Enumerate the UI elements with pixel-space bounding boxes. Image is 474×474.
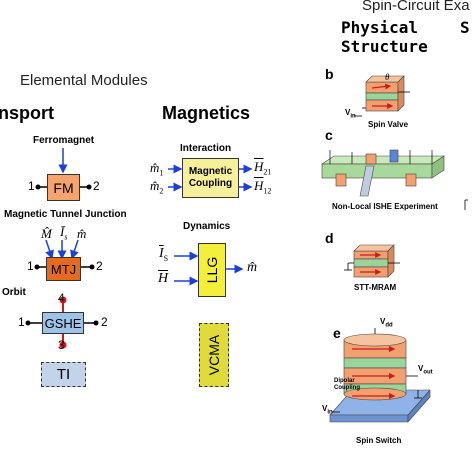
ferromagnet-label: Ferromagnet xyxy=(33,135,95,146)
physical-structures xyxy=(321,75,468,423)
transport-arrows xyxy=(25,148,99,349)
gshe-box: GSHE xyxy=(42,312,84,334)
input-m1: m̂1 xyxy=(150,160,164,178)
mtj-terminal-1: 1 xyxy=(27,259,34,273)
elemental-modules-title: Elemental Modules xyxy=(20,72,148,89)
panel-e-label: e xyxy=(333,325,341,341)
gshe-terminal-3: 3 xyxy=(58,338,65,352)
ti-box: TI xyxy=(41,362,86,387)
vout-label: Vout xyxy=(418,364,433,376)
mtj-input-Is: Īs xyxy=(60,224,68,242)
input-is: IS xyxy=(159,246,169,263)
mtj-box: MTJ xyxy=(46,257,81,281)
fm-box: FM xyxy=(47,174,80,201)
stt-mram-drawing xyxy=(344,244,400,278)
output-h12: H12 xyxy=(254,178,272,196)
llg-text: LLG xyxy=(204,256,220,284)
orbit-label: Orbit xyxy=(2,287,26,298)
stt-mram-label: STT-MRAM xyxy=(354,283,397,292)
spin-valve-vin: Vin xyxy=(345,108,356,120)
fm-terminal-1: 1 xyxy=(28,179,35,193)
fm-terminal-2: 2 xyxy=(93,179,100,193)
mtj-label: Magnetic Tunnel Junction xyxy=(4,209,127,220)
spin-valve-label: Spin Valve xyxy=(368,120,409,129)
panel-c-label: c xyxy=(325,127,333,143)
magnetic-coupling-box: Magnetic Coupling xyxy=(182,158,239,198)
magnetics-arrows xyxy=(168,164,253,286)
vdd-label: Vdd xyxy=(380,317,393,329)
input-h: H xyxy=(158,271,169,286)
panel-b-label: b xyxy=(325,66,334,82)
nonlocal-drawing xyxy=(321,149,445,197)
vcma-box: VCMA xyxy=(199,323,229,387)
physical-header: Physical xyxy=(341,18,419,37)
transport-header: nsport xyxy=(0,103,54,123)
llg-box: LLG xyxy=(198,243,226,297)
gshe-terminal-2: 2 xyxy=(101,315,108,329)
output-h21: H21 xyxy=(254,159,272,177)
coupling-line2: Coupling xyxy=(188,178,233,189)
nonlocal-label: Non-Local ISHE Experiment xyxy=(332,202,438,211)
partial-s-header: S xyxy=(460,18,470,37)
vcma-text: VCMA xyxy=(206,334,223,376)
spin-valve-theta: θ xyxy=(385,72,390,82)
spin-switch-label: Spin Switch xyxy=(356,436,402,445)
mtj-terminal-2: 2 xyxy=(96,259,103,273)
spin-switch-drawing xyxy=(329,328,431,423)
gshe-terminal-4: 4 xyxy=(58,291,65,305)
vin-label: Vin xyxy=(322,404,333,416)
structure-header: Structure xyxy=(341,37,428,56)
output-m: m̂ xyxy=(247,260,258,275)
input-m2: m̂2 xyxy=(150,178,164,196)
dynamics-label: Dynamics xyxy=(183,221,231,232)
interaction-label: Interaction xyxy=(180,143,232,154)
magnetics-header: Magnetics xyxy=(162,103,251,123)
spin-valve-drawing xyxy=(354,75,410,117)
panel-d-label: d xyxy=(325,230,334,246)
gshe-terminal-1: 1 xyxy=(18,315,25,329)
mtj-input-m: m̂ xyxy=(77,226,87,241)
coupling-line1: Magnetic xyxy=(188,166,233,177)
top-right-title: Spin-Circuit Exa xyxy=(362,0,470,14)
mtj-input-M: M̂ xyxy=(41,226,52,241)
